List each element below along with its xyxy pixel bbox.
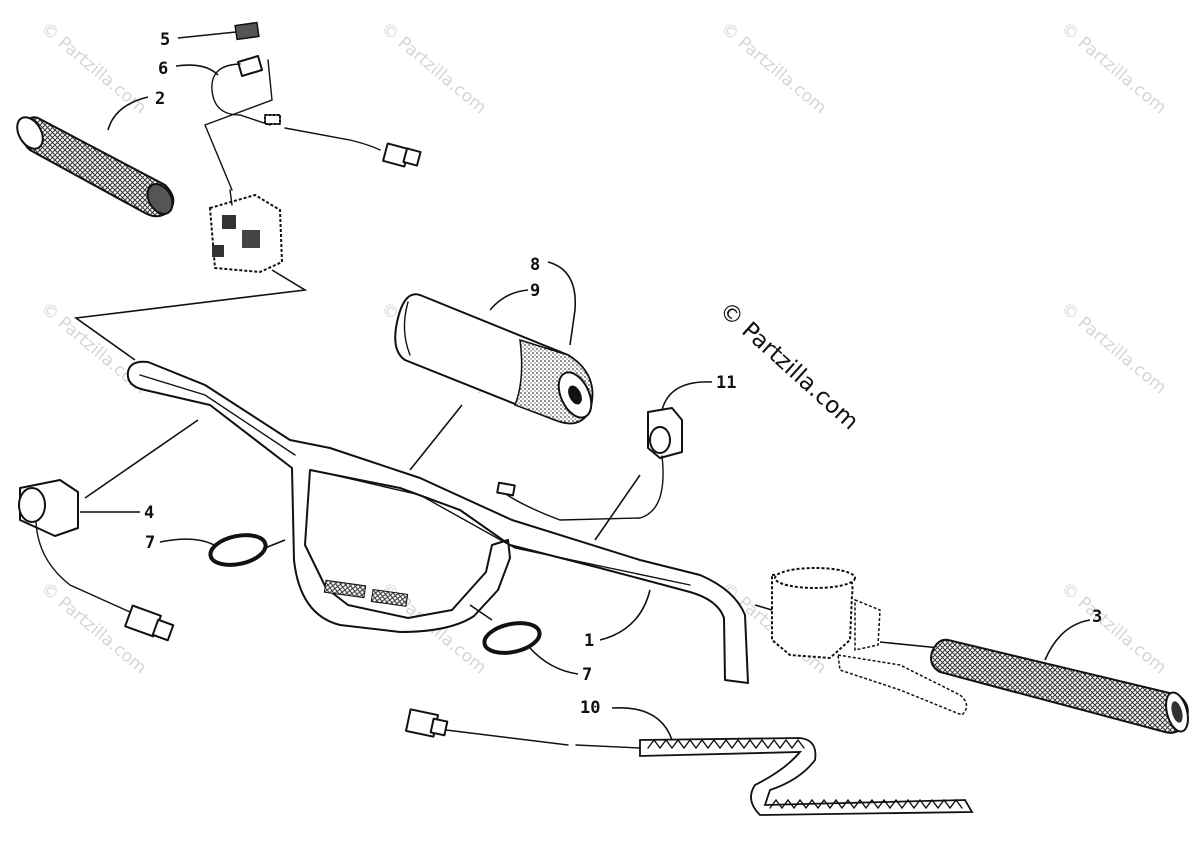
callout-4: 4 <box>144 503 154 523</box>
leader-10 <box>611 707 673 741</box>
clamp-leader-a <box>264 539 286 549</box>
watermark-tiles: © Partzilla.com © Partzilla.com © Partzi… <box>37 19 1170 679</box>
leader-9 <box>489 289 529 311</box>
callout-3: 3 <box>1092 607 1102 627</box>
watermark-tile: © Partzilla.com <box>37 19 150 119</box>
callout-8: 8 <box>530 255 540 275</box>
assembly-leader <box>73 269 308 361</box>
clamp-ring-part-7a <box>208 533 268 567</box>
left-switch-part-4 <box>18 479 175 642</box>
callout-7a: 7 <box>145 533 155 553</box>
handlebar-pad-stripe <box>323 579 367 599</box>
grip-foam-leader <box>409 404 463 471</box>
watermark-tile: © Partzilla.com <box>1057 579 1170 679</box>
leader-7a <box>159 538 215 546</box>
heating-element-part-10 <box>405 708 974 816</box>
leader-11b <box>594 474 641 541</box>
callout-5: 5 <box>160 30 170 50</box>
leader-3 <box>1044 619 1091 661</box>
right-switch-part-11 <box>496 407 683 521</box>
watermark-main: © Partzilla.com <box>714 297 863 435</box>
leader-8 <box>547 261 577 346</box>
callout-9: 9 <box>530 281 540 301</box>
callout-11: 11 <box>716 373 736 393</box>
handlebar-part-1 <box>126 360 749 684</box>
thumb-warmer-part-6 <box>204 55 422 191</box>
watermark-tile: © Partzilla.com <box>1057 299 1170 399</box>
leader-1 <box>599 589 651 641</box>
callout-7b: 7 <box>582 665 592 685</box>
grip-foam-part-8-9 <box>394 293 594 425</box>
watermark-tile: © Partzilla.com <box>1057 19 1170 119</box>
clamp-leader-b <box>469 604 493 621</box>
leader-6 <box>175 64 219 76</box>
handlebar-pad-stripe <box>370 588 409 607</box>
callout-6: 6 <box>158 59 168 79</box>
watermark-tile: © Partzilla.com <box>717 19 830 119</box>
callout-1: 1 <box>584 631 594 651</box>
callout-2: 2 <box>155 89 165 109</box>
brake-lever-assembly <box>754 567 968 716</box>
left-switch-assembly-leader <box>84 419 199 499</box>
watermark-tile: © Partzilla.com <box>377 19 490 119</box>
callout-10: 10 <box>580 698 600 718</box>
left-switch-housing <box>208 189 284 274</box>
leader-11 <box>661 381 713 411</box>
leader-5 <box>177 31 237 39</box>
clamp-ring-part-7b <box>482 621 542 655</box>
right-grip-part-3 <box>930 638 1189 734</box>
leader-7b <box>529 647 579 675</box>
left-grip-part-2 <box>16 116 175 218</box>
leader-2 <box>107 96 149 131</box>
pad-part-5 <box>234 21 260 41</box>
